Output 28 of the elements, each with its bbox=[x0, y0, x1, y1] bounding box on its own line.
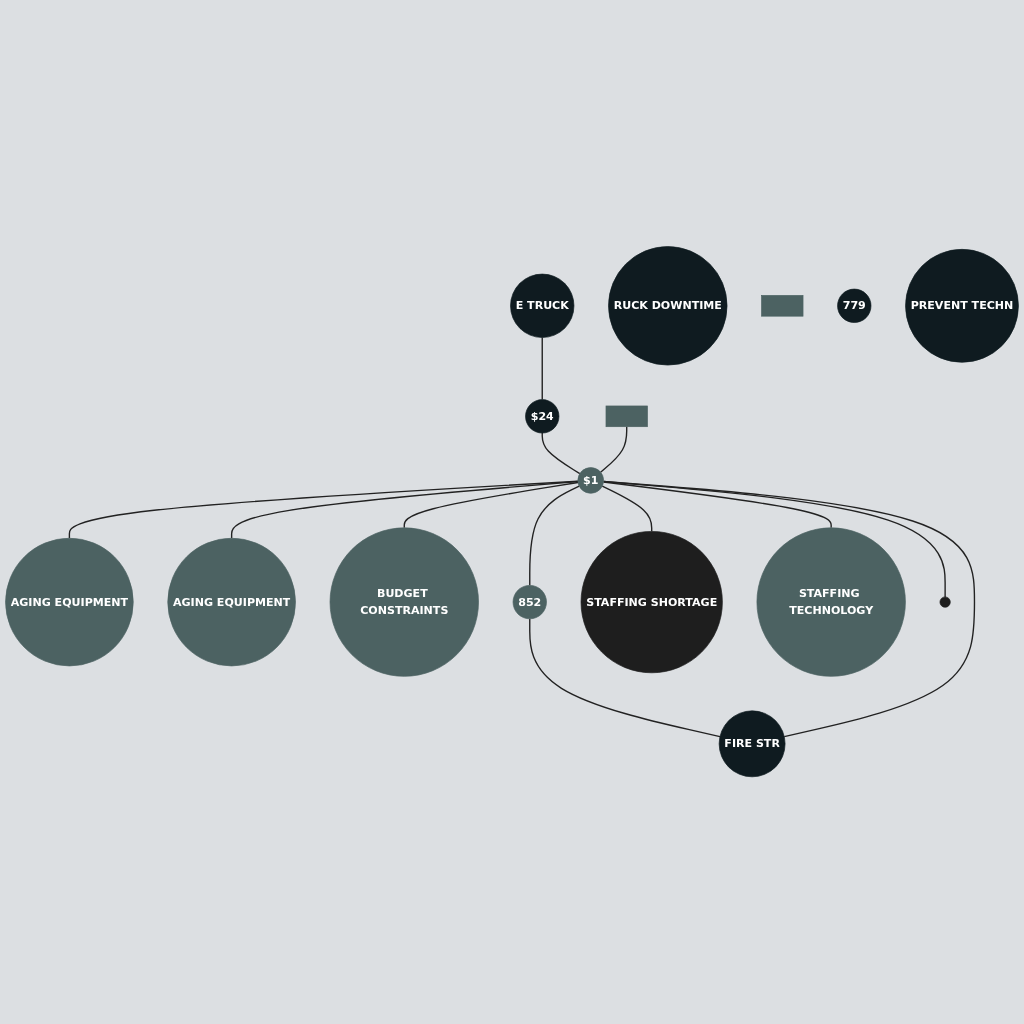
node-bar bbox=[605, 405, 648, 428]
connector bbox=[541, 337, 543, 401]
node-circle: RUCK DOWNTIME bbox=[608, 246, 728, 366]
node-circle bbox=[939, 596, 951, 608]
connector bbox=[68, 480, 579, 540]
connector bbox=[403, 482, 579, 529]
node-circle: FIRE STR bbox=[718, 710, 786, 778]
node-circle: STAFFING SHORTAGE bbox=[580, 531, 723, 674]
node-circle: $24 bbox=[525, 399, 560, 434]
connector bbox=[529, 485, 580, 587]
connector bbox=[541, 432, 581, 475]
node-circle: 779 bbox=[837, 289, 872, 324]
node-circle: $1 bbox=[577, 467, 604, 494]
connector bbox=[601, 485, 653, 533]
connector bbox=[602, 481, 946, 598]
node-circle: AGING EQUIPMENT bbox=[5, 538, 134, 667]
node-circle: PREVENT TECHN bbox=[905, 249, 1019, 363]
connector bbox=[602, 481, 832, 529]
connector bbox=[602, 481, 976, 738]
connector bbox=[529, 618, 721, 738]
node-circle: AGING EQUIPMENT bbox=[167, 538, 296, 667]
node-circle: E TRUCK bbox=[510, 274, 575, 339]
connector bbox=[230, 481, 579, 540]
connector bbox=[599, 426, 628, 474]
node-circle: 852 bbox=[512, 585, 547, 620]
node-bar bbox=[761, 295, 804, 317]
node-circle: BUDGET CONSTRAINTS bbox=[329, 527, 479, 677]
node-circle: STAFFING TECHNOLOGY bbox=[756, 527, 906, 677]
